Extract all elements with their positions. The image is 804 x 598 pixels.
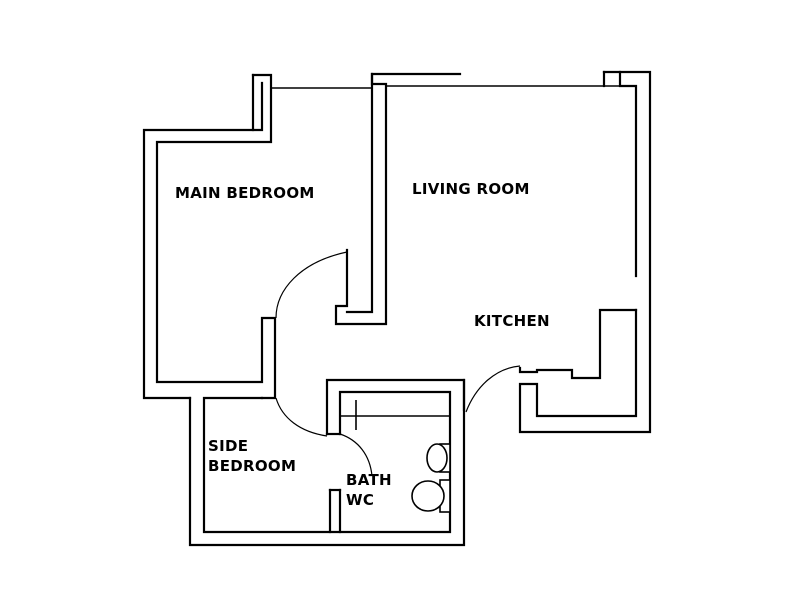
partition-wall (334, 72, 636, 326)
bath-label-line2: WC (346, 491, 375, 509)
bathroom-walls (188, 378, 466, 547)
side-bedroom-label-line1: SIDE (208, 437, 249, 455)
living-room-label: LIVING ROOM (412, 180, 530, 198)
kitchen-label: KITCHEN (474, 312, 550, 330)
bath-fixtures (411, 443, 451, 513)
bath-door (339, 433, 373, 477)
main-bedroom-walls (142, 73, 372, 400)
kitchen-counter (518, 308, 638, 380)
side-bedroom-label-line2: BEDROOM (208, 457, 297, 475)
side-bedroom-door (275, 397, 328, 437)
sink-basin (426, 443, 448, 473)
main-bedroom-label: MAIN BEDROOM (175, 184, 315, 202)
door-swings (275, 251, 521, 477)
toilet-bowl (411, 480, 445, 512)
living-room-walls (518, 70, 652, 434)
kitchen-door (465, 365, 521, 413)
bath-label-line1: BATH (346, 471, 392, 489)
main-bedroom-door (275, 251, 348, 319)
